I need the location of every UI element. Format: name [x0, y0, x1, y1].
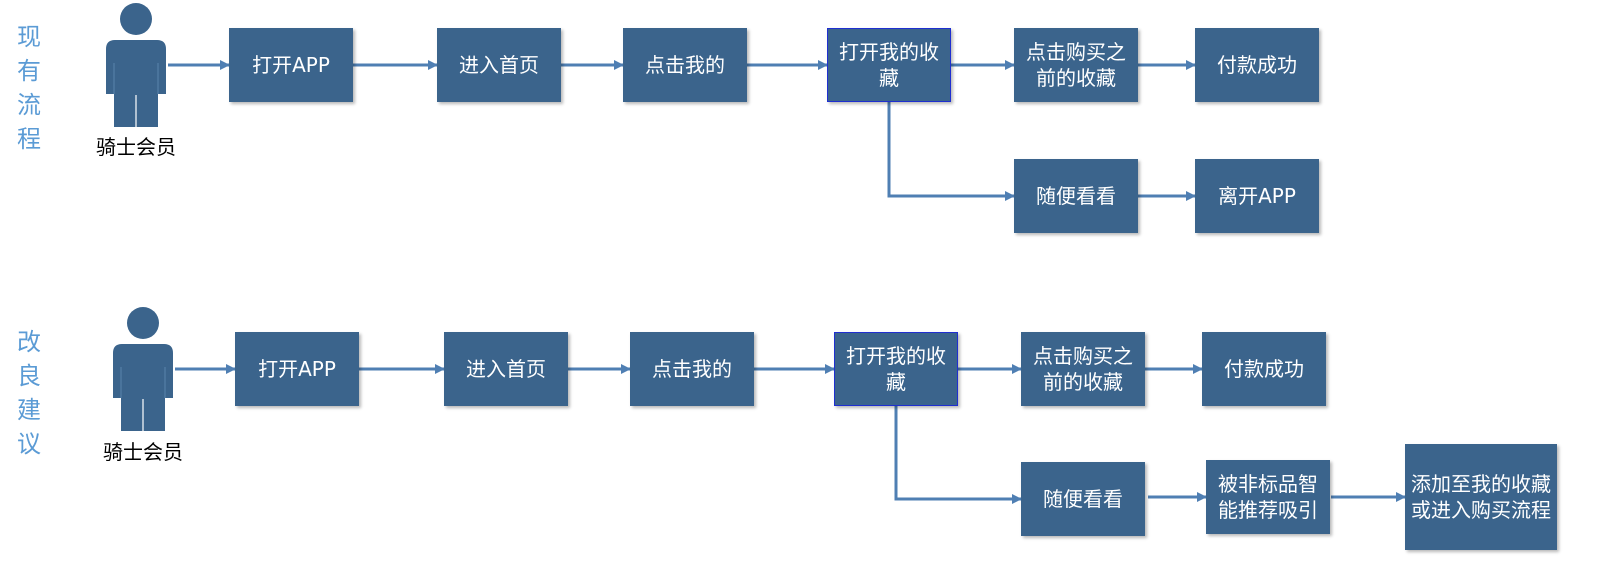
step-open-app[interactable]: 打开APP — [229, 28, 353, 102]
person-icon — [113, 307, 173, 431]
step-browse[interactable]: 随便看看 — [1021, 462, 1145, 536]
step-buy-favorite[interactable]: 点击购买之前的收藏 — [1014, 28, 1138, 102]
step-enter-home[interactable]: 进入首页 — [437, 28, 561, 102]
step-payment-success[interactable]: 付款成功 — [1202, 332, 1326, 406]
step-click-my[interactable]: 点击我的 — [630, 332, 754, 406]
step-recommendation[interactable]: 被非标品智能推荐吸引 — [1206, 460, 1330, 534]
arrow-improved-fav-browse — [894, 406, 1022, 504]
step-payment-success[interactable]: 付款成功 — [1195, 28, 1319, 102]
actor-label-current: 骑士会员 — [96, 135, 176, 159]
section-label-current: 现有流程 — [17, 23, 41, 153]
step-open-favorites[interactable]: 打开我的收藏 — [827, 28, 951, 102]
step-buy-favorite[interactable]: 点击购买之前的收藏 — [1021, 332, 1145, 406]
step-open-app[interactable]: 打开APP — [235, 332, 359, 406]
step-click-my[interactable]: 点击我的 — [623, 28, 747, 102]
section-label-improved: 改良建议 — [17, 328, 41, 458]
step-browse[interactable]: 随便看看 — [1014, 159, 1138, 233]
step-add-or-purchase[interactable]: 添加至我的收藏或进入购买流程 — [1405, 444, 1557, 550]
step-enter-home[interactable]: 进入首页 — [444, 332, 568, 406]
actor-label-improved: 骑士会员 — [103, 440, 183, 464]
arrow-current-fav-browse — [887, 102, 1015, 201]
step-open-favorites[interactable]: 打开我的收藏 — [834, 332, 958, 406]
person-icon — [106, 3, 166, 127]
step-leave-app[interactable]: 离开APP — [1195, 159, 1319, 233]
